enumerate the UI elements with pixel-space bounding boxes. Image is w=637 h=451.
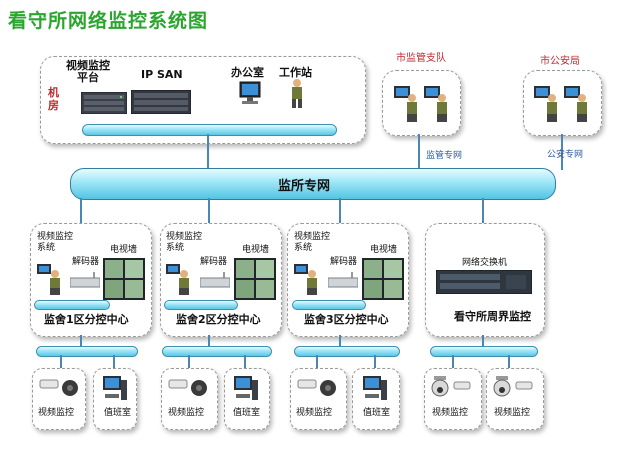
zone2-center-label: 监舍2区分控中心 bbox=[176, 313, 261, 326]
zone3-system-label: 视频监控 系统 bbox=[294, 232, 331, 253]
group2-right-label: 值班室 bbox=[233, 408, 261, 418]
zone2-tvwall-label: 电视墙 bbox=[242, 245, 270, 255]
group4-right-box bbox=[486, 368, 544, 430]
machine-room-label: 机房 bbox=[48, 86, 59, 112]
city-police-label: 市公安局 bbox=[540, 56, 580, 67]
group4-right-dome-camera-icon bbox=[493, 376, 533, 397]
zone1-center-label: 监舍1区分控中心 bbox=[44, 313, 129, 326]
city-supervision-link bbox=[418, 134, 420, 170]
group3-camera-icon bbox=[297, 379, 336, 396]
machine-room-bus bbox=[82, 124, 337, 136]
zone2-drop bbox=[208, 198, 210, 224]
video-platform-label: 视频监控 平台 bbox=[66, 59, 110, 84]
network-switch-icon bbox=[436, 270, 532, 294]
zone1-operator-icon bbox=[37, 264, 60, 295]
city-supervision-box bbox=[382, 70, 461, 136]
perimeter-switch-label: 网络交换机 bbox=[462, 258, 508, 268]
group1-camera-icon bbox=[39, 379, 78, 396]
zone3-operator-icon bbox=[294, 264, 317, 295]
group1-duty-computer-icon bbox=[103, 376, 127, 400]
city-supervision-operators-icon bbox=[394, 86, 447, 122]
zone1-bus bbox=[34, 300, 110, 310]
zone3-drop bbox=[339, 198, 341, 224]
city-supervision-label: 市监管支队 bbox=[396, 53, 446, 64]
zone1-decoder-icon bbox=[70, 272, 100, 288]
group2-left-label: 视频监控 bbox=[168, 408, 205, 418]
group3-camera-box bbox=[290, 368, 347, 430]
group2-duty-computer-icon bbox=[234, 376, 258, 400]
group4-bus bbox=[430, 346, 538, 357]
group4-right-label: 视频监控 bbox=[494, 408, 531, 418]
group1-camera-box bbox=[32, 368, 86, 430]
group3-left-drop bbox=[316, 355, 318, 369]
zone3-decoder-label: 解码器 bbox=[330, 257, 358, 267]
perimeter-lower-drop bbox=[482, 335, 484, 347]
zone1-decoder-label: 解码器 bbox=[72, 257, 100, 267]
group4-left-drop bbox=[452, 355, 454, 369]
diagram-title: 看守所网络监控系统图 bbox=[8, 10, 209, 32]
zone2-decoder-label: 解码器 bbox=[200, 257, 228, 267]
zone2-lower-drop bbox=[208, 335, 210, 347]
group1-right-label: 值班室 bbox=[104, 408, 132, 418]
group2-right-drop bbox=[244, 355, 246, 369]
zone1-tvwall-icon bbox=[103, 258, 145, 300]
police-network-label: 公安专网 bbox=[547, 150, 584, 160]
zone1-system-label: 视频监控 系统 bbox=[37, 232, 74, 253]
group1-right-drop bbox=[113, 355, 115, 369]
city-police-box bbox=[523, 70, 602, 136]
group3-right-drop bbox=[374, 355, 376, 369]
zone1-drop bbox=[80, 198, 82, 224]
zone3-lower-drop bbox=[339, 335, 341, 347]
group3-right-label: 值班室 bbox=[363, 408, 391, 418]
zone3-decoder-icon bbox=[328, 272, 358, 288]
perimeter-drop bbox=[482, 198, 484, 224]
group1-bus bbox=[36, 346, 138, 357]
workstation-operator-icon bbox=[292, 79, 302, 108]
city-police-link bbox=[561, 134, 563, 170]
supervision-network-label: 监管专网 bbox=[426, 151, 463, 161]
zone3-tvwall-label: 电视墙 bbox=[370, 245, 398, 255]
perimeter-center-label: 看守所周界监控 bbox=[454, 310, 531, 323]
video-platform-server-icon bbox=[81, 92, 127, 114]
group4-right-drop bbox=[508, 355, 510, 369]
zone2-tvwall-icon bbox=[234, 258, 276, 300]
office-computer-icon bbox=[239, 81, 261, 104]
zone3-tvwall-icon bbox=[362, 258, 404, 300]
zone2-decoder-icon bbox=[200, 272, 230, 288]
group3-left-label: 视频监控 bbox=[296, 408, 333, 418]
group1-left-drop bbox=[60, 355, 62, 369]
ip-san-label: IP SAN bbox=[141, 68, 183, 81]
group2-left-drop bbox=[188, 355, 190, 369]
group2-camera-box bbox=[161, 368, 218, 430]
group4-left-box bbox=[424, 368, 482, 430]
office-label: 办公室 bbox=[231, 66, 264, 79]
zone3-bus bbox=[292, 300, 366, 310]
main-network-bus bbox=[70, 168, 556, 200]
group4-left-dome-camera-icon bbox=[431, 376, 471, 397]
group3-bus bbox=[294, 346, 400, 357]
group4-left-label: 视频监控 bbox=[432, 408, 469, 418]
zone1-tvwall-label: 电视墙 bbox=[110, 245, 138, 255]
main-network-label: 监所专网 bbox=[278, 179, 331, 194]
zone3-center-label: 监舍3区分控中心 bbox=[304, 313, 389, 326]
zone2-system-label: 视频监控 系统 bbox=[166, 232, 203, 253]
group1-left-label: 视频监控 bbox=[38, 408, 75, 418]
zone1-lower-drop bbox=[80, 335, 82, 347]
workstation-label: 工作站 bbox=[279, 66, 312, 79]
zone2-bus bbox=[164, 300, 238, 310]
ip-san-server-icon bbox=[131, 90, 191, 114]
zone2-operator-icon bbox=[166, 264, 189, 295]
city-police-operators-icon bbox=[534, 86, 587, 122]
group2-camera-icon bbox=[168, 379, 207, 396]
group3-duty-computer-icon bbox=[363, 376, 387, 400]
group2-bus bbox=[162, 346, 272, 357]
machine-room-link bbox=[207, 134, 209, 170]
